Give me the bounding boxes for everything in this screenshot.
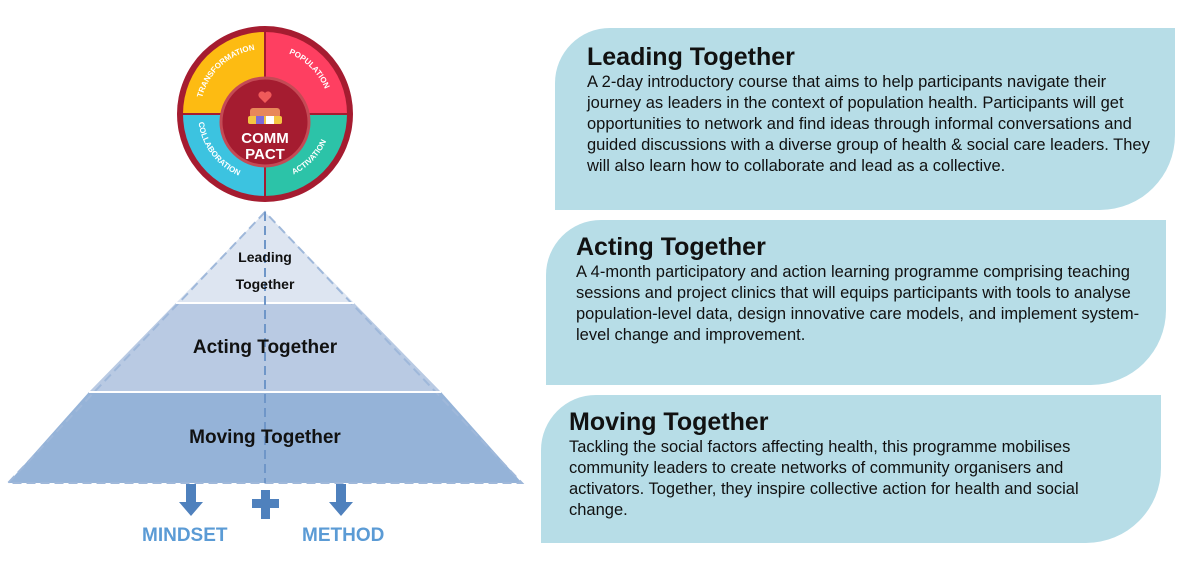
card-acting-together: Acting Together A 4-month participatory … (546, 220, 1166, 385)
logo-text-comm: COMM (241, 130, 289, 147)
pyramid (5, 210, 525, 484)
card-leading-together: Leading Together A 2-day introductory co… (555, 28, 1175, 210)
arrow-down-icon (179, 484, 203, 516)
arrow-down-icon (329, 484, 353, 516)
card-body: Tackling the social factors affecting he… (569, 438, 1079, 519)
card-title: Acting Together (576, 233, 766, 261)
method-label: METHOD (302, 525, 385, 546)
pyramid-label-moving: Moving Together (189, 427, 341, 448)
card-body: A 2-day introductory course that aims to… (587, 73, 1150, 175)
card-title: Moving Together (569, 408, 769, 436)
pyramid-level-acting (89, 303, 441, 392)
logo-text-pact: PACT (245, 146, 285, 163)
card-moving-together: Moving Together Tackling the social fact… (541, 395, 1161, 543)
pyramid-label-leading: Leading Together (205, 244, 325, 298)
mindset-label: MINDSET (142, 525, 228, 546)
heart-icon (258, 91, 272, 103)
people-icon (248, 108, 282, 124)
card-body: A 4-month participatory and action learn… (576, 263, 1140, 344)
pyramid-label-acting: Acting Together (192, 337, 338, 358)
plus-icon (252, 490, 279, 519)
commpact-logo: TRANSFORMATION POPULATION ACTIVATION COL… (177, 26, 353, 202)
card-title: Leading Together (587, 43, 795, 71)
pyramid-label-leading-line1: Leading (238, 249, 292, 265)
pyramid-label-leading-line2: Together (235, 276, 295, 292)
